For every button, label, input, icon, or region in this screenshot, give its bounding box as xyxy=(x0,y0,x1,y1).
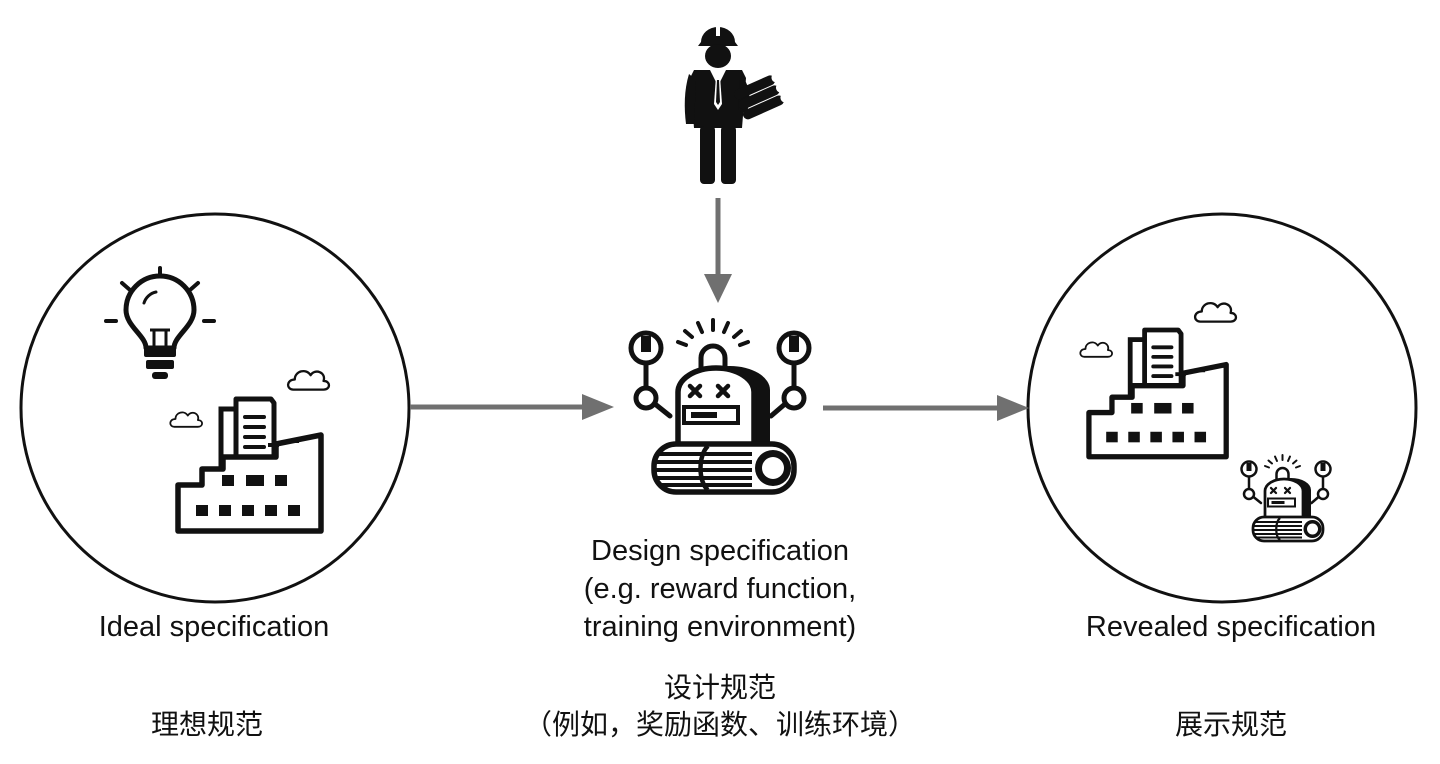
broken-robot-icon xyxy=(631,320,809,492)
design-specification-example-line1: (e.g. reward function, xyxy=(584,573,856,605)
revealed-specification-label: Revealed specification xyxy=(1086,611,1376,643)
revealed-specification-node xyxy=(1026,212,1418,604)
engineer-with-blueprints-icon xyxy=(684,26,787,184)
arrow-design-to-revealed xyxy=(823,395,1029,421)
design-specification-label-zh: 设计规范 xyxy=(664,671,776,704)
lightbulb-icon xyxy=(104,266,216,379)
design-specification-label: Design specification xyxy=(591,535,849,567)
ideal-specification-label-zh: 理想规范 xyxy=(151,708,263,741)
ideal-specification-node xyxy=(19,212,411,604)
ideal-specification-circle xyxy=(19,212,411,604)
revealed-specification-label-zh: 展示规范 xyxy=(1175,708,1287,741)
ideal-specification-label: Ideal specification xyxy=(99,611,330,643)
arrow-engineer-to-design xyxy=(704,198,732,303)
design-specification-example-line2: training environment) xyxy=(584,611,856,643)
design-specification-example-zh: （例如，奖励函数、训练环境） xyxy=(524,708,916,741)
broken-robot-icon xyxy=(1240,453,1332,543)
arrow-ideal-to-design xyxy=(410,394,614,420)
